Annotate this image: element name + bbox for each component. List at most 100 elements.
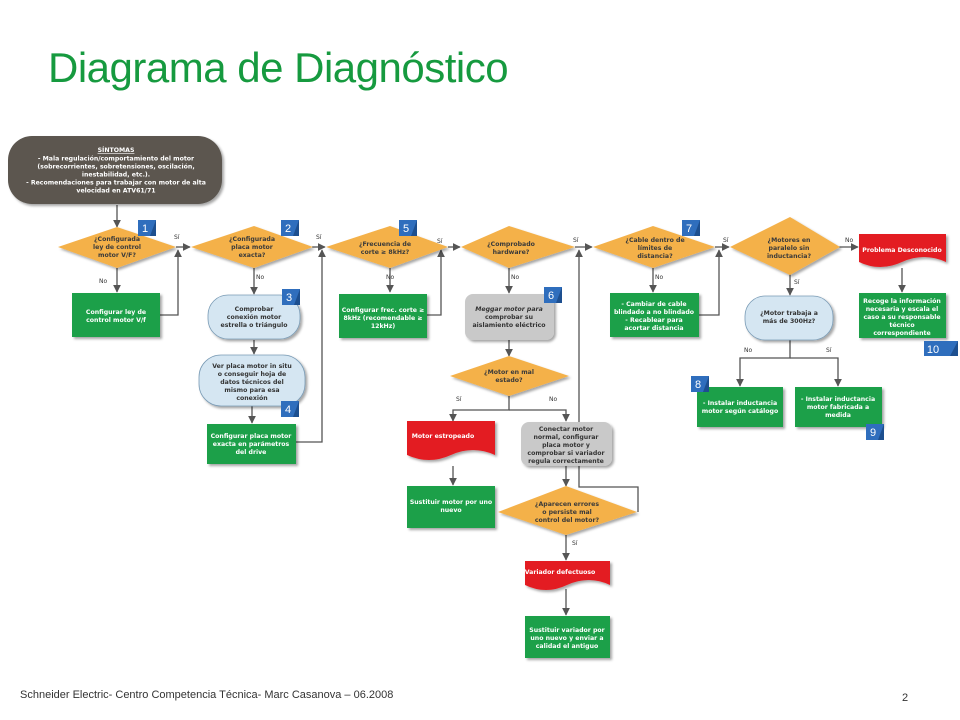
action-4: - Cambiar de cable blindado a no blindad…	[610, 293, 699, 337]
decision-text: ¿Configurada	[94, 236, 140, 243]
decision-4: ¿Comprobado hardware?	[461, 226, 575, 268]
yes-label: Sí	[572, 540, 578, 547]
decision-7: ¿Motor en mal estado?	[450, 356, 569, 396]
gray-process-1: Meggar motor para comprobar su aislamien…	[465, 294, 554, 340]
action-text: motor según catálogo	[702, 407, 778, 415]
no-label: No	[256, 274, 264, 281]
action-text: - Recablear para	[625, 317, 683, 324]
symptoms-line: - Mala regulación/comportamiento del mot…	[38, 155, 195, 163]
no-label: No	[99, 278, 107, 285]
process-1: Comprobar conexión motor estrella o triá…	[207, 294, 301, 340]
step-marker: 7	[682, 220, 700, 236]
process-text: conexión motor	[227, 313, 282, 321]
svg-text:3: 3	[286, 292, 292, 304]
action-text: correspondiente	[873, 330, 930, 337]
decision-text: placa motor	[231, 244, 274, 251]
action-text: Sustituir variador por	[529, 627, 605, 634]
step-marker: 2	[281, 220, 299, 236]
svg-text:5: 5	[403, 223, 409, 235]
process-text: Meggar motor para	[475, 305, 543, 313]
action-text: control motor V/f	[86, 317, 146, 324]
svg-text:1: 1	[142, 223, 148, 235]
action-7: - Instalar inductancia motor fabricada a…	[795, 387, 882, 427]
decision-text: control del motor?	[535, 517, 600, 524]
symptoms-line: - Recomendaciones para trabajar con moto…	[26, 180, 206, 187]
connector	[575, 249, 639, 512]
process-text: comprobar si variador	[527, 450, 605, 457]
connector	[790, 357, 842, 387]
connector	[160, 249, 182, 316]
no-label: No	[549, 396, 557, 403]
step-marker: 10	[924, 341, 958, 356]
process-text: Comprobar	[235, 306, 275, 313]
yes-label: Sí	[437, 238, 443, 245]
decision-text: ley de control	[93, 244, 141, 251]
step-markers: 1 2 3 4 5 6 7 8 9 10	[138, 220, 958, 440]
step-marker: 3	[282, 289, 300, 305]
yes-label: Sí	[316, 234, 322, 241]
process-text: comprobar su	[485, 314, 533, 321]
action-text: nuevo	[440, 507, 461, 514]
decision-2: ¿Configurada placa motor exacta?	[191, 226, 313, 268]
step-marker: 6	[544, 287, 562, 303]
page-number: 2	[902, 692, 909, 704]
step-marker: 9	[866, 424, 884, 440]
symptoms-heading: SÍNTOMAS	[98, 145, 135, 154]
decision-text: límites de	[638, 244, 672, 252]
action-text: Configurar placa motor	[211, 433, 293, 440]
page-title: Diagrama de Diagnóstico	[48, 44, 509, 91]
alert-text: Variador defectuoso	[525, 569, 596, 576]
connector	[426, 249, 445, 316]
process-text: regula correctamente	[528, 458, 604, 465]
alert-text: Motor estropeado	[412, 433, 474, 440]
step-marker: 8	[691, 376, 709, 392]
footer-text: Schneider Electric- Centro Competencia T…	[20, 689, 394, 701]
decision-text: ¿Frecuencia de	[359, 241, 411, 248]
action-text: acortar distancia	[624, 325, 683, 332]
decision-text: ¿Comprobado	[487, 241, 535, 248]
decision-3: ¿Frecuencia de corte ≥ 8kHz?	[326, 226, 448, 268]
decision-text: o persiste mal	[542, 509, 592, 516]
action-text: Configurar frec. corte ≥	[342, 307, 425, 314]
process-text: aislamiento eléctrico	[472, 321, 545, 329]
decision-text: ¿Aparecen errores	[535, 501, 599, 508]
svg-text:6: 6	[548, 290, 554, 302]
branch-labels: Sí No Sí No Sí No Sí No Sí No No Sí No S…	[99, 234, 853, 547]
decision-text: paralelo sin	[769, 245, 810, 252]
svg-text:8: 8	[695, 379, 701, 391]
decision-text: motor V/F?	[98, 252, 136, 259]
decision-text: ¿Motores en	[768, 237, 811, 244]
action-2: Configurar placa motor exacta en parámet…	[207, 424, 296, 464]
decision-text: hardware?	[493, 249, 530, 256]
alert-text: Problema Desconocido	[862, 247, 941, 254]
process-text: Conectar motor	[539, 426, 594, 433]
action-text: calidad el antiguo	[536, 643, 599, 650]
decision-text: distancia?	[637, 253, 673, 260]
no-label: No	[744, 347, 752, 354]
symptoms-line: (sobrecorrientes, sobretensiones, oscila…	[37, 163, 194, 171]
alert-variador-defectuoso: Variador defectuoso	[525, 561, 610, 590]
action-text: medida	[825, 412, 851, 419]
process-text: conexión	[236, 394, 267, 402]
decision-text: inductancia?	[767, 253, 812, 260]
connector	[736, 340, 791, 387]
action-8: Sustituir motor por uno nuevo	[407, 486, 495, 528]
no-label: No	[845, 237, 853, 244]
process-3: ¿Motor trabaja a más de 300Hz?	[744, 295, 834, 341]
process-text: Ver placa motor in situ	[212, 363, 292, 370]
yes-label: Sí	[826, 347, 832, 354]
process-text: más de 300Hz?	[763, 317, 816, 325]
yes-label: Sí	[174, 234, 180, 241]
symptoms-line: inestabilidad, etc.).	[82, 172, 150, 179]
action-text: caso a su responsable	[863, 314, 940, 321]
svg-text:4: 4	[285, 404, 291, 416]
svg-text:7: 7	[686, 223, 692, 235]
decision-5: ¿Cable dentro de límites de distancia?	[593, 226, 715, 268]
symptoms-shape	[8, 136, 222, 204]
svg-text:9: 9	[870, 427, 876, 439]
yes-label: Sí	[456, 396, 462, 403]
yes-label: Sí	[723, 237, 729, 244]
action-text: - Cambiar de cable	[621, 301, 686, 308]
decision-text: exacta?	[239, 252, 266, 259]
